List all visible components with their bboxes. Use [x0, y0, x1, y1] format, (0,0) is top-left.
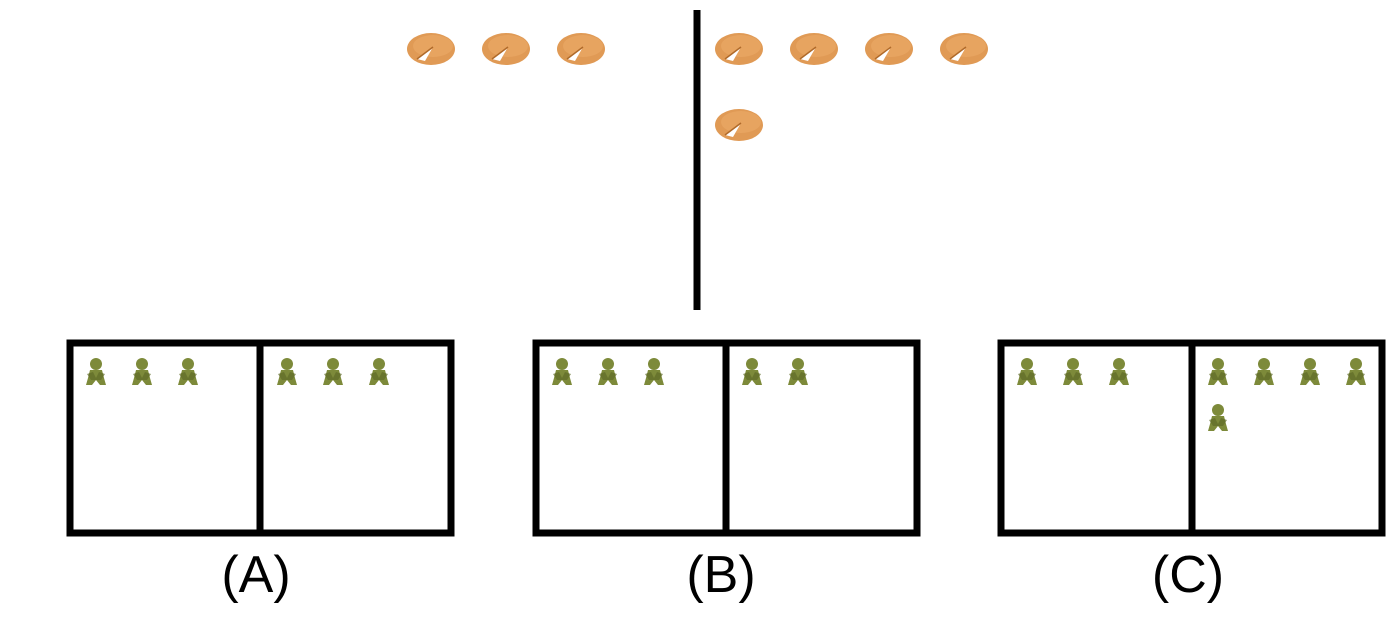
child-figure-icon	[1017, 358, 1037, 385]
top-left-cookie-group	[406, 32, 606, 66]
child-figure-icon	[1063, 358, 1083, 385]
option-c-right-figures	[1208, 358, 1366, 431]
option-b-label: (B)	[686, 546, 755, 604]
fortune-cookie-icon	[714, 108, 764, 142]
fortune-cookie-icon	[789, 32, 839, 66]
option-b-left-figures	[552, 358, 664, 385]
child-figure-icon	[552, 358, 572, 385]
child-figure-icon	[369, 358, 389, 385]
child-figure-icon	[86, 358, 106, 385]
option-a-label: (A)	[221, 546, 290, 604]
fortune-cookie-icon	[714, 32, 764, 66]
option-c-left-figures	[1017, 358, 1129, 385]
child-figure-icon	[323, 358, 343, 385]
child-figure-icon	[1208, 404, 1228, 431]
child-figure-icon	[1254, 358, 1274, 385]
fortune-cookie-icon	[406, 32, 456, 66]
option-a-right-figures	[277, 358, 389, 385]
child-figure-icon	[1208, 358, 1228, 385]
child-figure-icon	[1109, 358, 1129, 385]
top-right-cookie-group	[714, 32, 989, 142]
child-figure-icon	[1346, 358, 1366, 385]
child-figure-icon	[788, 358, 808, 385]
child-figure-icon	[1300, 358, 1320, 385]
child-figure-icon	[277, 358, 297, 385]
fortune-cookie-icon	[864, 32, 914, 66]
option-c-label: (C)	[1152, 546, 1224, 604]
child-figure-icon	[178, 358, 198, 385]
child-figure-icon	[132, 358, 152, 385]
child-figure-icon	[742, 358, 762, 385]
child-figure-icon	[644, 358, 664, 385]
option-a-left-figures	[86, 358, 198, 385]
fortune-cookie-icon	[556, 32, 606, 66]
child-figure-icon	[598, 358, 618, 385]
option-c[interactable]: (C)	[997, 339, 1386, 604]
option-a[interactable]: (A)	[66, 339, 455, 604]
fortune-cookie-icon	[939, 32, 989, 66]
option-b-right-figures	[742, 358, 808, 385]
option-b[interactable]: (B)	[532, 339, 921, 604]
fortune-cookie-icon	[481, 32, 531, 66]
